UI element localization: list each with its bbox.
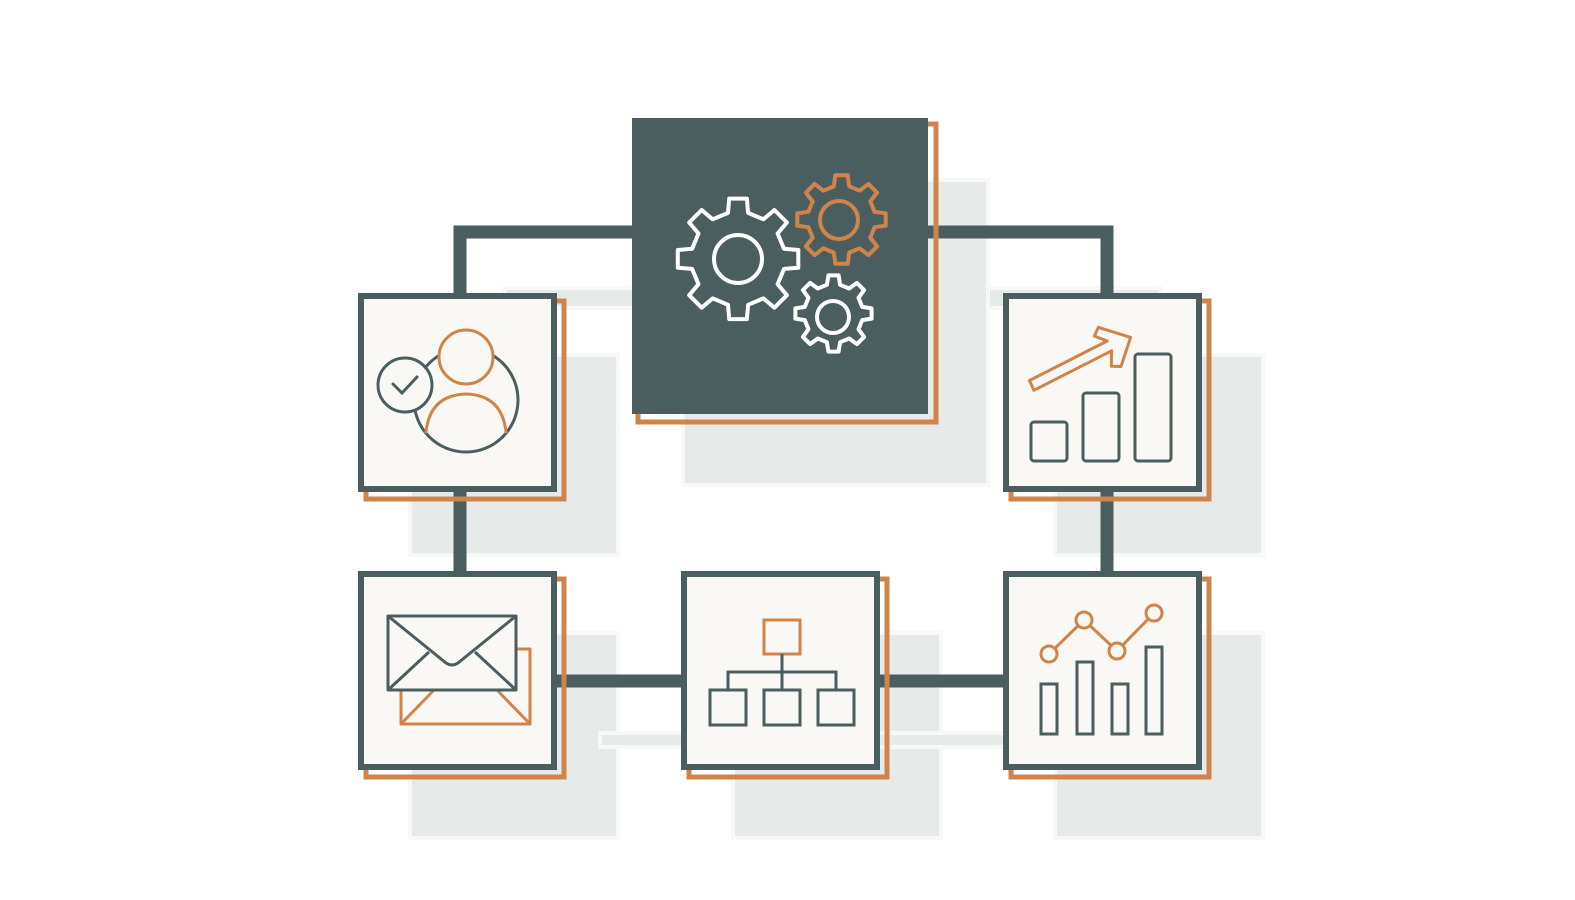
connectors [453, 225, 1114, 688]
org-chart-icon [708, 618, 856, 727]
envelope-icon [386, 614, 532, 726]
node-growth [1003, 293, 1212, 502]
gear-accent [795, 173, 888, 266]
node-email [358, 571, 567, 780]
gears-icon [675, 173, 888, 354]
arrow-up-icon [1028, 325, 1133, 392]
node-hierarchy [681, 571, 890, 780]
gear-large [675, 196, 801, 322]
node-users [358, 293, 567, 502]
node-settings [632, 118, 939, 425]
node-analytics [1003, 571, 1212, 780]
connector-settings-growth [928, 225, 1114, 298]
connector-settings-users [453, 225, 632, 298]
gear-small [793, 273, 874, 354]
growth-chart-icon [1028, 325, 1173, 463]
user-check-icon [376, 328, 520, 454]
node-frame [1003, 571, 1202, 770]
line-bar-chart-icon [1039, 603, 1164, 736]
